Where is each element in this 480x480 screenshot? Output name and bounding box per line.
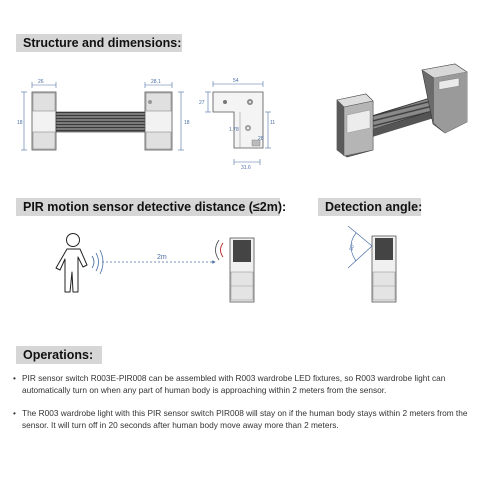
detection-angle-heading: Detection angle: <box>318 198 422 216</box>
side-lower-label: 28 <box>258 136 264 142</box>
side-view-drawing <box>205 81 271 165</box>
side-top-label: 54 <box>233 78 239 84</box>
pir-distance-heading: PIR motion sensor detective distance (≤2… <box>16 198 286 216</box>
front-view-drawing <box>21 82 184 151</box>
side-left-label: 27 <box>199 100 205 106</box>
sensor-unit-side <box>229 237 255 303</box>
motion-waves-icon <box>91 249 104 275</box>
side-right-label: 11 <box>270 120 275 126</box>
front-right-height-label: 18 <box>184 120 190 126</box>
front-left-height-label: 18 <box>17 120 23 126</box>
front-left-width-label: 26 <box>38 79 44 85</box>
side-bottom-label: 31.6 <box>241 165 251 171</box>
operations-list: PIR sensor switch R003E-PIR008 can be as… <box>10 372 472 442</box>
operation-note-1: PIR sensor switch R003E-PIR008 can be as… <box>10 372 472 397</box>
structure-dimensions-heading: Structure and dimensions: <box>16 34 182 52</box>
front-right-width-label: 28.1 <box>151 79 161 85</box>
angle-label: 90° <box>348 242 356 251</box>
operation-note-2: The R003 wardrobe light with this PIR se… <box>10 407 472 432</box>
operations-heading: Operations: <box>16 346 102 364</box>
walking-person-icon <box>55 233 88 293</box>
side-mid-label: 1.78 <box>229 127 239 133</box>
sensor-signal-icon <box>215 239 224 261</box>
detection-angle-drawing <box>347 225 397 303</box>
distance-label: 2m <box>157 254 167 261</box>
product-3d-render <box>336 63 468 158</box>
